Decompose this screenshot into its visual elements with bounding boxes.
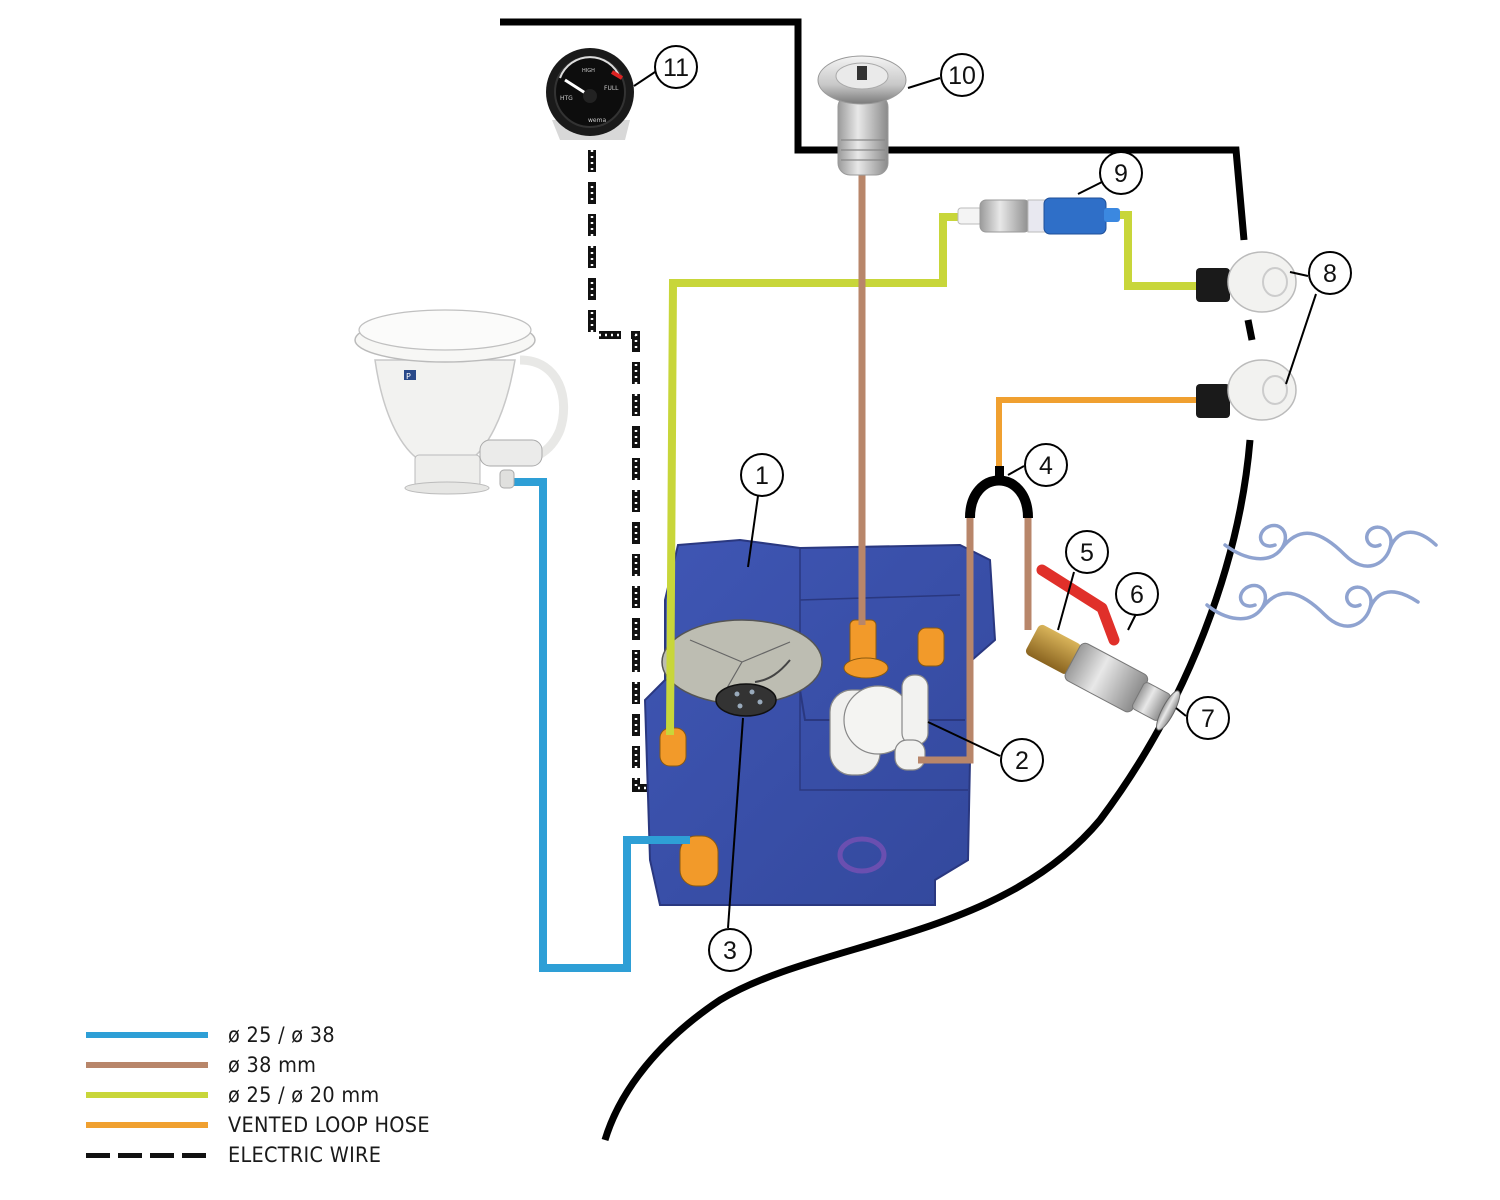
callout-number: 8: [1323, 260, 1337, 288]
callout-circle: [1115, 572, 1159, 616]
green-vent-hose: [666, 213, 962, 736]
gauge-brand: wema: [588, 117, 606, 124]
ball-valve-assembly: [1025, 564, 1181, 731]
callout-number: 5: [1080, 539, 1094, 567]
legend-label: ø 38 mm: [228, 1053, 317, 1077]
legend-swatch: [86, 1092, 208, 1098]
callouts: 1 2 3 4 5 6 7 8 9 10 11: [654, 45, 1352, 972]
gauge-label-full: FULL: [604, 85, 619, 92]
tank-level-gauge: HTG HIGH FULL wema: [546, 48, 634, 140]
legend-item-blue-hose: ø 25 / ø 38: [86, 1020, 447, 1050]
orange-vent-loop-hose: [996, 397, 1200, 466]
callout-circle: [940, 53, 984, 97]
marine-toilet: P: [354, 309, 569, 495]
callout-through-hull-fitting: 7: [1186, 696, 1230, 740]
callout-circle: [1065, 530, 1109, 574]
callout-circle: [1000, 738, 1044, 782]
legend-label: ELECTRIC WIRE: [228, 1143, 382, 1167]
callout-vent-filter: 9: [1099, 151, 1143, 195]
legend-item-green-hose: ø 25 / ø 20 mm: [86, 1080, 447, 1110]
legend-swatch: [86, 1062, 208, 1068]
legend-item-orange-hose: VENTED LOOP HOSE: [86, 1110, 447, 1140]
gauge-label-high: HIGH: [582, 68, 595, 74]
callout-deck-fill-fitting: 10: [940, 53, 984, 97]
legend-swatch: [86, 1152, 208, 1158]
callout-number: 11: [663, 54, 689, 82]
callout-number: 2: [1015, 747, 1029, 775]
callout-ball-valve: 6: [1115, 572, 1159, 616]
electric-wire-dots: [590, 150, 744, 790]
legend-label: ø 25 / ø 20 mm: [228, 1083, 380, 1107]
legend-item-brown-hose: ø 38 mm: [86, 1050, 447, 1080]
brown-discharge-hose: [918, 515, 974, 764]
callout-circle: [654, 45, 698, 89]
callout-number: 1: [755, 462, 769, 490]
callout-level-sensor: 3: [708, 928, 752, 972]
callout-leaders: [633, 71, 1317, 929]
hull-outline: [500, 18, 1256, 1142]
callout-number: 4: [1039, 452, 1053, 480]
green-vent-hose-2: [1118, 211, 1200, 290]
callout-pump-out-fitting: 2: [1000, 738, 1044, 782]
callout-vented-loop: 4: [1024, 443, 1068, 487]
callout-circle: [1308, 251, 1352, 295]
legend: ø 25 / ø 38 ø 38 mm ø 25 / ø 20 mm VENTE…: [86, 1020, 447, 1170]
legend-item-electric-wire: ELECTRIC WIRE: [86, 1140, 447, 1170]
callout-circle: [1024, 443, 1068, 487]
pump-out-fitting: [829, 674, 929, 776]
legend-swatch: [86, 1032, 208, 1038]
toilet-brand-logo: P: [406, 372, 411, 381]
water-waves-icon: [1205, 523, 1438, 628]
callout-vent-fittings: 8: [1308, 251, 1352, 295]
callout-circle: [1186, 696, 1230, 740]
callout-circle: [708, 928, 752, 972]
gauge-label-htg: HTG: [560, 95, 573, 102]
deck-fill-fitting: [817, 55, 907, 176]
callout-holding-tank: 1: [740, 453, 784, 497]
callout-circle: [740, 453, 784, 497]
vented-loop: [965, 466, 1033, 519]
callout-number: 9: [1114, 160, 1128, 188]
callout-circle: [1099, 151, 1143, 195]
level-sensor: [715, 683, 777, 717]
vent-fittings: [1196, 251, 1297, 421]
blue-hose: [508, 478, 690, 972]
callout-tank-level-gauge: 11: [654, 45, 698, 89]
legend-label: VENTED LOOP HOSE: [228, 1113, 430, 1137]
legend-swatch: [86, 1122, 208, 1128]
vent-filter: [957, 197, 1120, 235]
callout-number: 7: [1201, 705, 1215, 733]
legend-label: ø 25 / ø 38: [228, 1023, 335, 1047]
callout-number: 10: [948, 62, 976, 90]
callout-hose-tail: 5: [1065, 530, 1109, 574]
callout-number: 6: [1130, 581, 1144, 609]
hose-barbs: [659, 619, 945, 887]
callout-number: 3: [723, 937, 737, 965]
